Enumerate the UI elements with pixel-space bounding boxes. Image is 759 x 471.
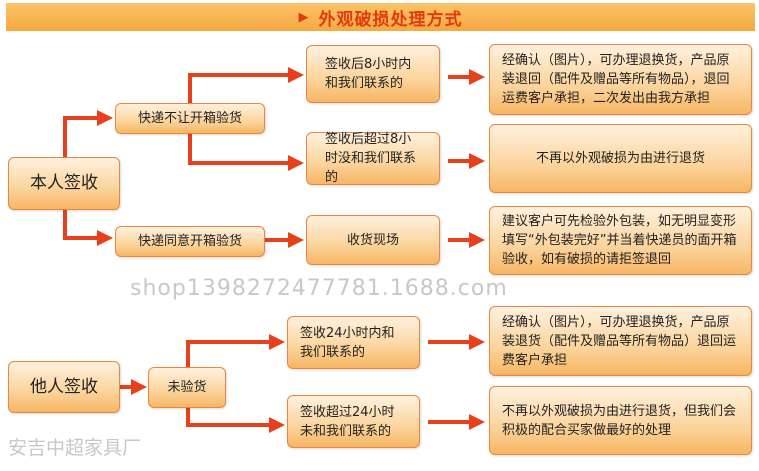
node-within-24h: 签收24小时内和我们联系的 xyxy=(287,316,420,369)
node-on-site: 收货现场 xyxy=(306,215,440,265)
node-no-inspect: 快递不让开箱验货 xyxy=(115,103,265,134)
result-over-8h: 不再以外观破损为由进行退货 xyxy=(489,124,752,193)
node-other-sign: 他人签收 xyxy=(8,361,120,413)
title-bar: ▶ 外观破损处理方式 xyxy=(6,3,755,31)
node-allow-inspect: 快递同意开箱验货 xyxy=(115,226,265,257)
title: 外观破损处理方式 xyxy=(318,9,463,30)
result-within-8h: 经确认（图片），可办理退换货，产品原装退回（配件及赠品等所有物品），退回运费客户… xyxy=(489,44,752,115)
node-self-sign: 本人签收 xyxy=(8,157,120,210)
node-not-inspected: 未验货 xyxy=(148,367,226,408)
result-within-24h: 经确认（图片），可办理退换货，产品原装退货（配件及赠品等所有物品）退回运费客户承… xyxy=(489,306,752,376)
node-over-24h: 签收超过24小时未和我们联系的 xyxy=(287,395,420,448)
result-over-24h: 不再以外观破损为由进行退货，但我们会积极的配合买家做最好的处理 xyxy=(489,386,752,455)
node-over-8h: 签收后超过8小时没和我们联系的 xyxy=(306,132,440,185)
connector xyxy=(188,130,304,171)
result-on-site: 建议客户可先检验外包装，如无明显变形填写“外包装完好”并当着快递员的面开箱验收，… xyxy=(489,206,752,275)
node-within-8h: 签收后8小时内和我们联系的 xyxy=(306,45,440,103)
connector xyxy=(186,334,285,370)
triangle-icon: ▶ xyxy=(298,9,309,25)
connector xyxy=(186,405,285,433)
connector xyxy=(188,67,304,110)
